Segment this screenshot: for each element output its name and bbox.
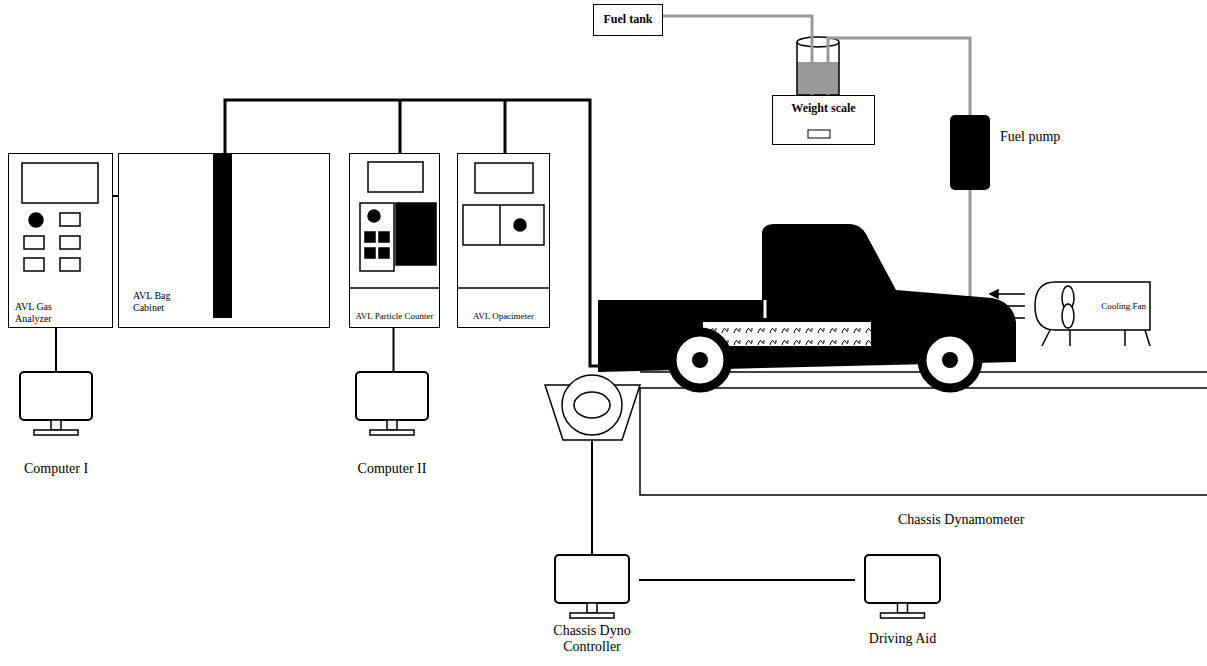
sample-line <box>225 100 598 366</box>
fuel-pipe <box>663 16 812 95</box>
node-label: AVL Gas Analyzer <box>15 301 77 324</box>
pickup-truck <box>598 224 1016 388</box>
connector-line <box>55 328 57 372</box>
dynamometer <box>545 372 1207 555</box>
computer-monitor: Computer I <box>10 372 102 477</box>
connector <box>639 580 855 581</box>
opacimeter-panel <box>457 163 550 288</box>
monitor-base <box>34 430 78 435</box>
particle-counter-panel <box>349 162 440 288</box>
cooling-fan: Cooling Fan <box>1035 282 1150 330</box>
node-label: Weight scale <box>791 102 855 116</box>
node-label: AVL Opacimeter <box>473 311 534 321</box>
part-label: Chassis Dynamometer <box>898 512 1024 528</box>
fuel-pump: Fuel pump <box>950 115 1070 190</box>
node-label: Fuel pump <box>1000 129 1060 145</box>
driving-aid-monitor: Driving Aid <box>855 555 950 647</box>
beaker <box>797 37 839 138</box>
node-label: Cooling Fan <box>1101 301 1146 311</box>
monitor-base <box>881 613 925 618</box>
monitor-screen <box>20 372 92 420</box>
monitor-stand <box>387 420 397 430</box>
fuel-tank-box: Fuel tank <box>593 4 663 36</box>
computer-monitor: Computer II <box>346 372 438 477</box>
monitor-label: Computer I <box>24 461 88 477</box>
monitor-stand <box>587 603 597 613</box>
bag-cabinet: AVL Bag Cabinet <box>118 153 330 328</box>
monitor-label: Computer II <box>358 461 427 477</box>
connector-line <box>393 328 395 372</box>
particle-counter-cabinet: AVL Particle Counter <box>349 153 440 328</box>
weight-scale-box: Weight scale <box>772 95 875 145</box>
cooling-fan <box>990 282 1150 346</box>
connector <box>56 328 57 372</box>
pump-body <box>950 115 990 190</box>
monitor-screen <box>555 555 629 603</box>
node-label: AVL Bag Cabinet <box>133 290 195 313</box>
monitor-base <box>570 613 614 618</box>
monitor-label: Driving Aid <box>869 631 936 647</box>
opacimeter-cabinet: AVL Opacimeter <box>457 153 550 328</box>
node-label: Fuel tank <box>603 13 652 27</box>
monitor-screen <box>865 555 940 603</box>
connector <box>663 16 812 95</box>
monitor-stand <box>898 603 908 613</box>
monitor-stand <box>51 420 61 430</box>
gas-analyzer-panel <box>22 163 98 271</box>
fuel-line <box>969 190 972 300</box>
monitor-label: Chassis Dyno Controller <box>545 623 639 655</box>
gas-analyzer-cabinet: AVL Gas Analyzer <box>8 153 113 328</box>
connector <box>393 328 394 372</box>
node-label: AVL Particle Counter <box>356 311 434 321</box>
monitor-screen <box>356 372 428 420</box>
monitor-base <box>370 430 414 435</box>
bag-bar <box>213 153 232 318</box>
monitor-icons <box>20 372 940 618</box>
connector-line <box>639 579 855 581</box>
chassis-dyno-controller: Chassis Dyno Controller <box>545 555 639 655</box>
